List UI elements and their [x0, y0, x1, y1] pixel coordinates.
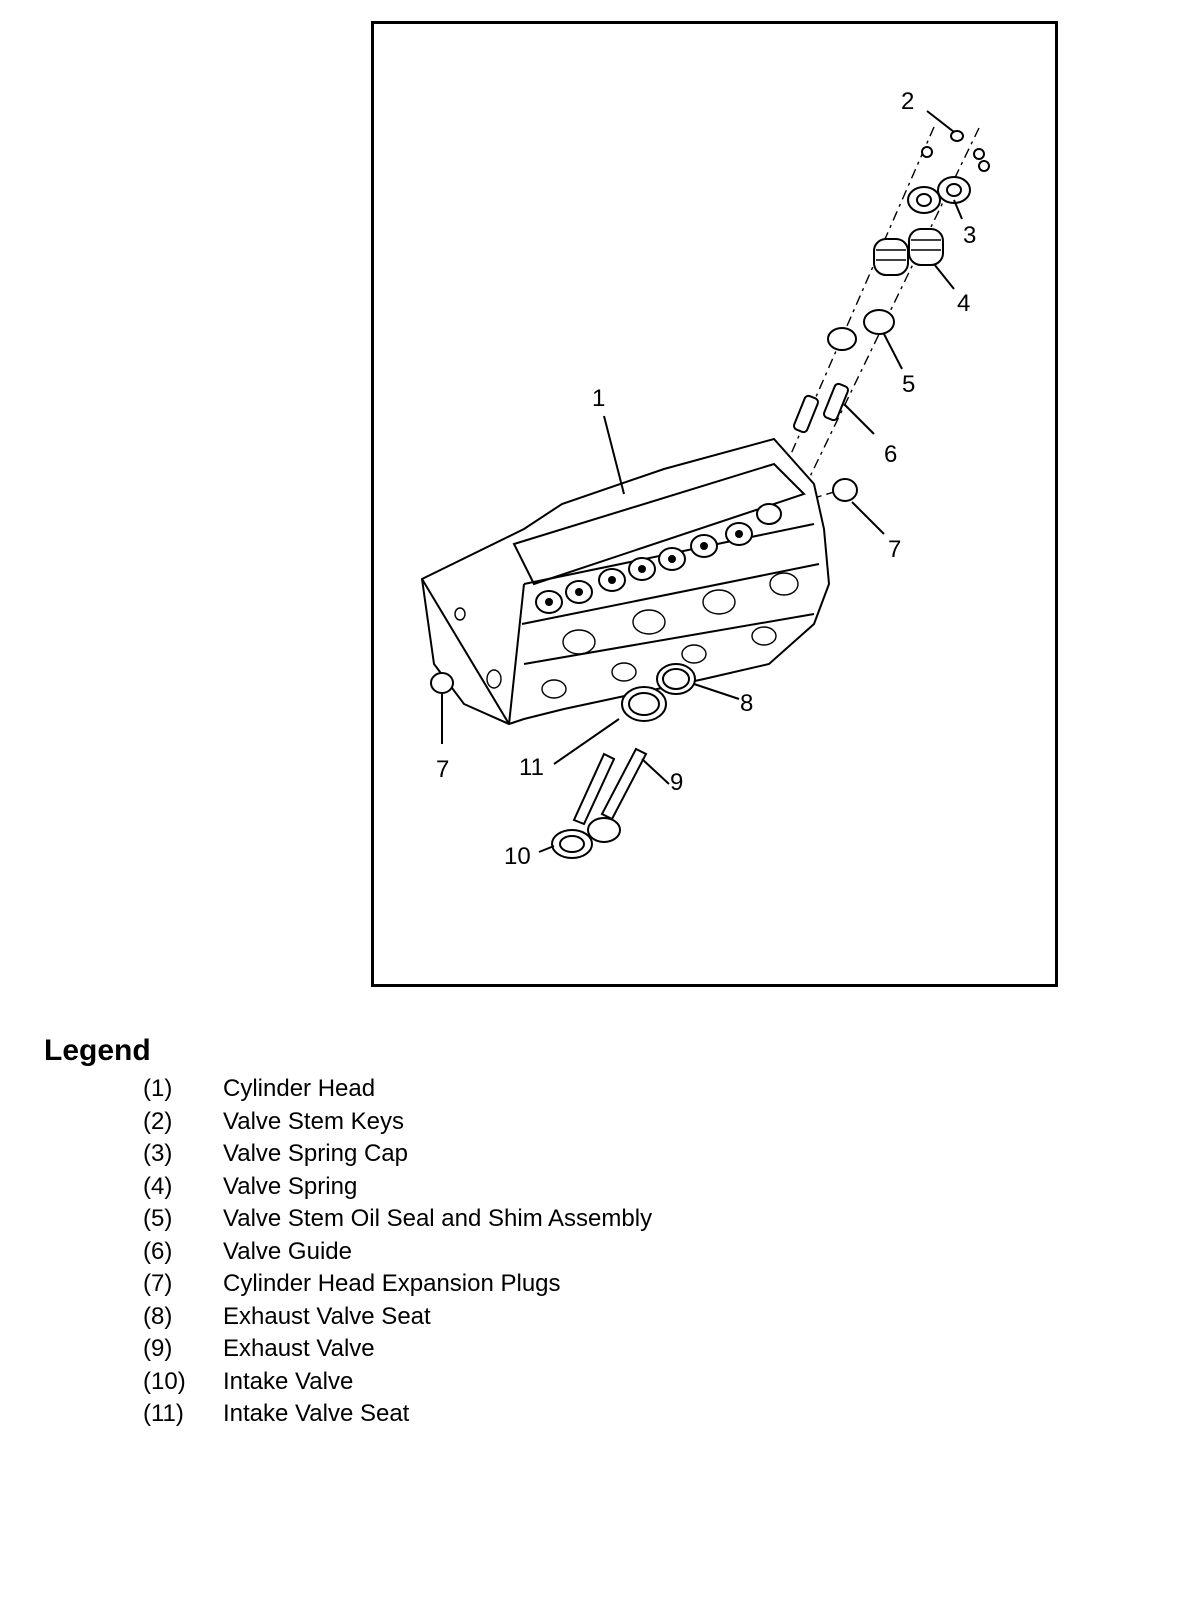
valves — [551, 747, 648, 859]
legend-number: (8) — [143, 1302, 173, 1330]
callout-6: 6 — [884, 441, 897, 468]
legend-label: Cylinder Head Expansion Plugs — [223, 1270, 561, 1297]
callout-5: 5 — [902, 371, 915, 398]
callout-10: 10 — [504, 843, 531, 870]
legend-label: Cylinder Head — [223, 1075, 376, 1102]
valve-stem-oil-seals — [827, 309, 895, 351]
callout-2: 2 — [901, 88, 914, 115]
legend-label: Exhaust Valve Seat — [223, 1302, 431, 1330]
legend-label: Valve Guide — [223, 1237, 352, 1265]
legend-list: (1) Cylinder Head (2) Valve Stem Keys (3) V… — [143, 1073, 652, 1431]
valve-guides — [792, 382, 850, 434]
legend-item: (5) Valve Stem Oil Seal and Shim Assembly — [143, 1203, 652, 1236]
callout-7-right: 7 — [888, 536, 901, 563]
callout-11: 11 — [519, 754, 544, 781]
legend-item: (9) Exhaust Valve — [143, 1333, 652, 1366]
legend-label: Valve Stem Oil Seal and Shim Assembly — [223, 1205, 653, 1232]
callout-8: 8 — [740, 690, 753, 717]
legend-label: Exhaust Valve — [223, 1335, 375, 1362]
legend-item: (7) Cylinder Head Expansion Plugs — [143, 1268, 652, 1301]
legend-number: (4) — [143, 1172, 173, 1200]
legend-number: (2) — [143, 1107, 173, 1135]
legend-label: Intake Valve Seat — [223, 1400, 410, 1427]
legend-item: (11) Intake Valve Seat — [143, 1398, 652, 1431]
legend-item: (8) Exhaust Valve Seat — [143, 1301, 652, 1334]
cylinder-head — [420, 437, 831, 726]
legend-number: (10) — [143, 1367, 186, 1395]
callout-4: 4 — [957, 290, 970, 317]
callout-numbers: 1 2 3 4 5 6 7 7 8 9 10 11 — [436, 88, 976, 870]
valve-springs — [873, 228, 944, 276]
legend-title: Legend — [44, 1034, 151, 1067]
exploded-view-figure: 1 2 3 4 5 6 7 7 8 9 10 11 — [371, 21, 1058, 987]
cylinder-head-exploded-drawing: 1 2 3 4 5 6 7 7 8 9 10 11 — [420, 88, 990, 870]
legend-item: (3) Valve Spring Cap — [143, 1138, 652, 1171]
legend-item: (10) Intake Valve — [143, 1366, 652, 1399]
legend-label: Valve Stem Keys — [223, 1107, 404, 1135]
valve-seats — [621, 663, 696, 722]
legend-item: (2) Valve Stem Keys — [143, 1106, 652, 1139]
legend-number: (11) — [143, 1400, 184, 1427]
legend-item: (4) Valve Spring — [143, 1171, 652, 1204]
legend-number: (7) — [143, 1270, 173, 1297]
legend-number: (3) — [143, 1140, 173, 1167]
callout-9: 9 — [670, 769, 683, 796]
valve-stem-keys — [921, 130, 990, 172]
legend-label: Intake Valve — [223, 1367, 354, 1395]
valve-spring-caps — [907, 176, 971, 214]
legend-item: (1) Cylinder Head — [143, 1073, 652, 1106]
expansion-plugs — [430, 478, 858, 694]
legend-item: (6) Valve Guide — [143, 1236, 652, 1269]
legend-number: (9) — [143, 1335, 173, 1362]
legend-number: (5) — [143, 1205, 173, 1232]
legend-label: Valve Spring — [223, 1172, 358, 1200]
legend-number: (1) — [143, 1075, 173, 1102]
legend-label: Valve Spring Cap — [223, 1140, 408, 1167]
leader-lines — [441, 110, 963, 853]
callout-3: 3 — [963, 222, 976, 249]
callout-1: 1 — [592, 385, 605, 412]
legend-number: (6) — [143, 1237, 173, 1265]
callout-7-left: 7 — [436, 756, 449, 783]
